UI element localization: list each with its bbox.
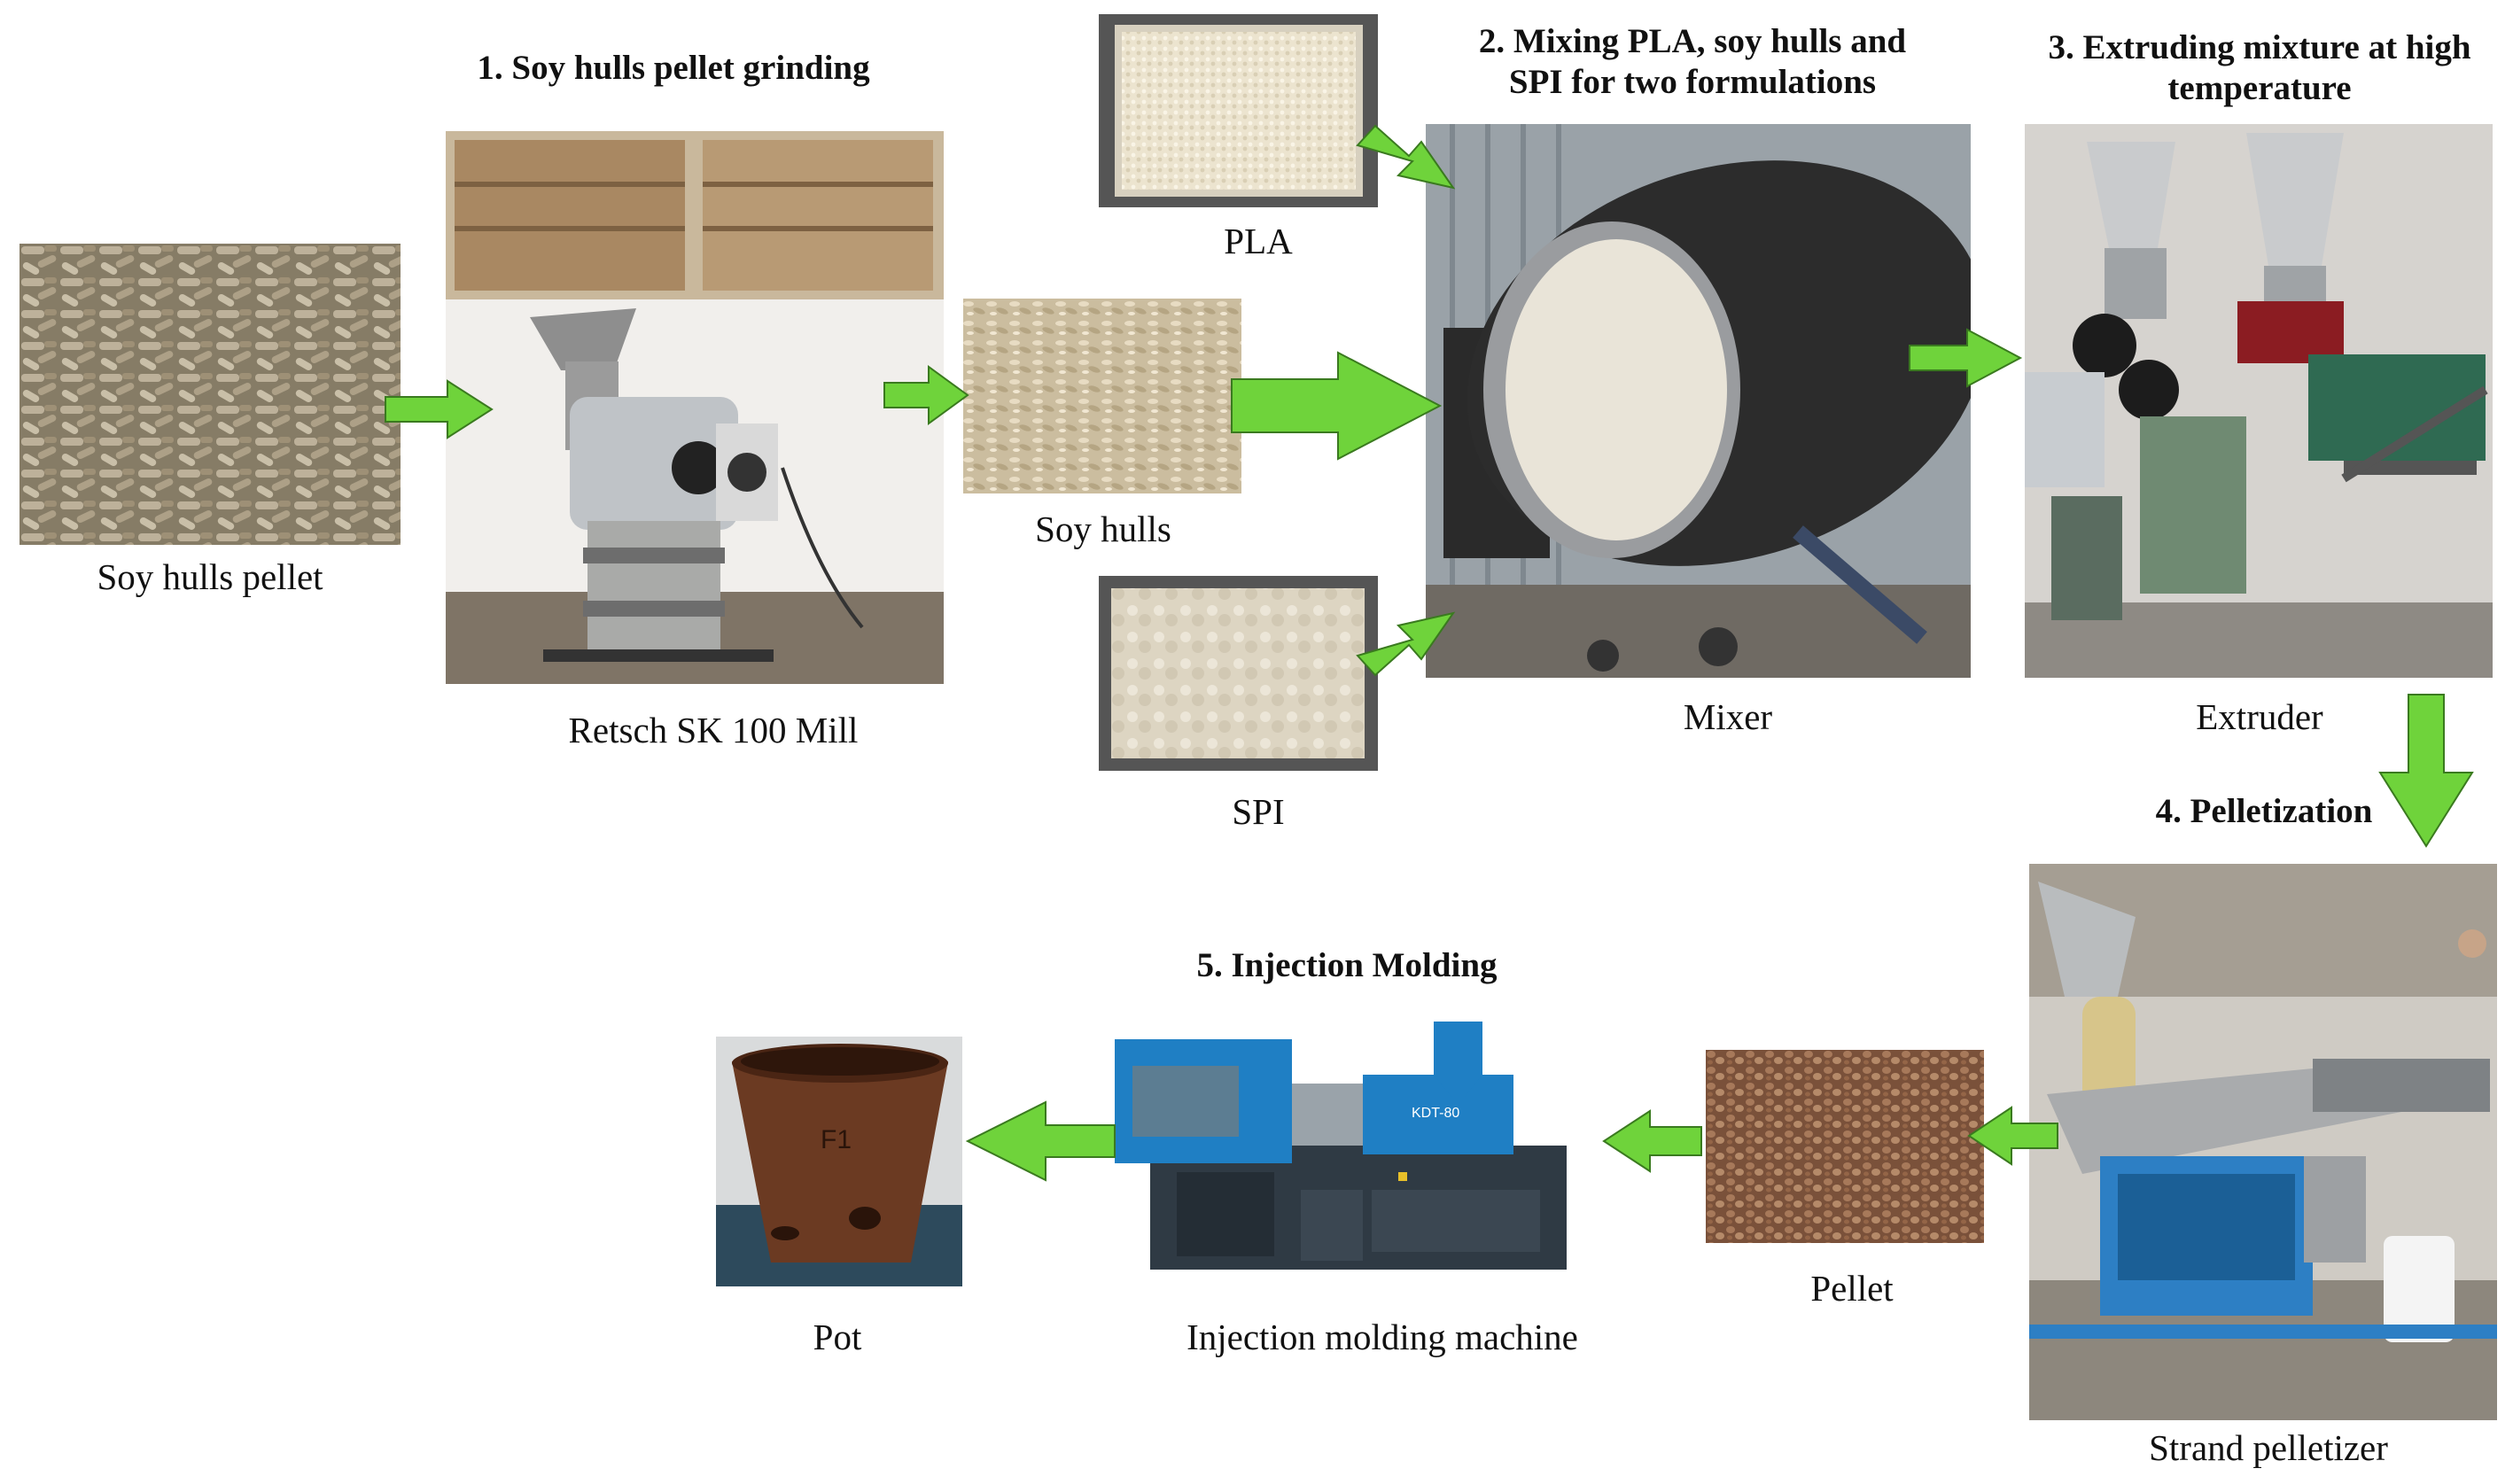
caption-soy-hulls-pellet: Soy hulls pellet	[97, 556, 323, 597]
caption-mixer: Mixer	[1683, 696, 1773, 737]
caption-injection-machine: Injection molding machine	[1186, 1317, 1578, 1357]
soy-hulls-pellet-photo	[19, 244, 401, 545]
step-2-title: 2. Mixing PLA, soy hulls and SPI for two…	[1418, 21, 1967, 103]
pla-photo	[1099, 14, 1378, 207]
retsch-mill-photo	[446, 131, 944, 684]
caption-pot: Pot	[813, 1317, 862, 1357]
step-3-title: 3. Extruding mixture at high temperature	[2011, 27, 2508, 109]
caption-soy-hulls: Soy hulls	[1035, 509, 1171, 549]
step-5-title: 5. Injection Molding	[1196, 946, 1498, 984]
pellet-photo	[1706, 1050, 1984, 1243]
step-3-title-line1: 3. Extruding mixture at high	[2048, 28, 2471, 66]
caption-pellet: Pellet	[1810, 1268, 1894, 1309]
caption-pla: PLA	[1224, 221, 1293, 261]
injection-machine-photo: KDT-80	[1106, 1013, 1593, 1274]
spi-photo	[1099, 576, 1378, 771]
pot-photo: F1	[716, 1037, 962, 1286]
step-3-title-line2: temperature	[2167, 69, 2352, 107]
step-2-title-line1: 2. Mixing PLA, soy hulls and	[1478, 22, 1907, 60]
step-2-title-line2: SPI for two formulations	[1508, 63, 1877, 101]
step-4-title: 4. Pelletization	[2155, 792, 2373, 830]
extruder-photo	[2025, 124, 2493, 678]
step-1-title: 1. Soy hulls pellet grinding	[477, 49, 870, 87]
arrow-soyhulls-to-mixer	[1231, 351, 1443, 461]
soy-hulls-photo	[963, 299, 1241, 493]
arrow-pellet-to-machine	[1602, 1109, 1702, 1173]
mixer-photo	[1426, 124, 1971, 678]
arrow-machine-to-pot	[965, 1100, 1116, 1182]
caption-mill: Retsch SK 100 Mill	[568, 710, 859, 750]
strand-pelletizer-photo	[2029, 864, 2497, 1420]
pot-label: F1	[821, 1125, 852, 1154]
caption-extruder: Extruder	[2196, 696, 2323, 737]
machine-badge: KDT-80	[1412, 1106, 1460, 1121]
caption-spi: SPI	[1232, 791, 1285, 832]
caption-strand-pelletizer: Strand pelletizer	[2149, 1427, 2388, 1468]
